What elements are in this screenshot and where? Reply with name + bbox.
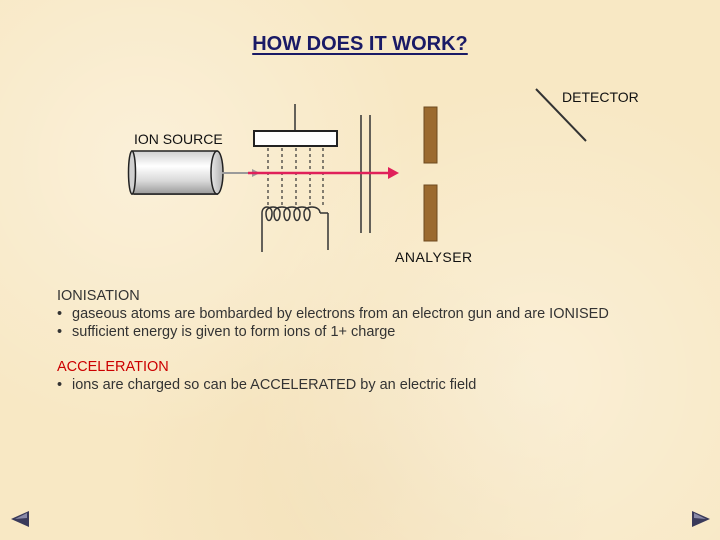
bullet-icon: • — [57, 324, 63, 340]
ionisation-heading: IONISATION — [57, 288, 140, 304]
page-title: HOW DOES IT WORK? — [252, 33, 468, 55]
electron-beam — [267, 148, 324, 206]
list-item-text: sufficient energy is given to form ions … — [72, 324, 396, 340]
acceleration-heading: ACCELERATION — [57, 359, 169, 375]
list-item: • sufficient energy is given to form ions… — [57, 323, 609, 341]
analyser-plate-bottom — [423, 184, 438, 242]
ion-beam-arrowhead — [388, 167, 399, 179]
list-item: • ions are charged so can be ACCELERATED … — [57, 376, 476, 394]
acceleration-section: ACCELERATION • ions are charged so can be… — [57, 358, 476, 394]
detector-line — [535, 88, 587, 142]
bullet-icon: • — [57, 306, 63, 322]
list-item-text: ions are charged so can be ACCELERATED b… — [72, 377, 477, 393]
analyser-plate-top — [423, 106, 438, 164]
ion-source-label: ION SOURCE — [134, 131, 223, 147]
previous-arrow-icon[interactable] — [9, 510, 31, 528]
bullet-icon: • — [57, 377, 63, 393]
mass-spectrometer-diagram — [127, 88, 587, 252]
analyser-label: ANALYSER — [395, 249, 473, 265]
list-item-text: gaseous atoms are bombarded by electrons… — [72, 306, 609, 322]
list-item: • gaseous atoms are bombarded by electron… — [57, 305, 609, 323]
electron-gun-cathode — [253, 130, 338, 147]
heating-coil — [261, 206, 329, 252]
ionisation-section: IONISATION • gaseous atoms are bombarded … — [57, 287, 609, 341]
ion-source-cylinder — [127, 150, 224, 195]
detector-label: DETECTOR — [562, 89, 639, 105]
next-arrow-icon[interactable] — [690, 510, 712, 528]
